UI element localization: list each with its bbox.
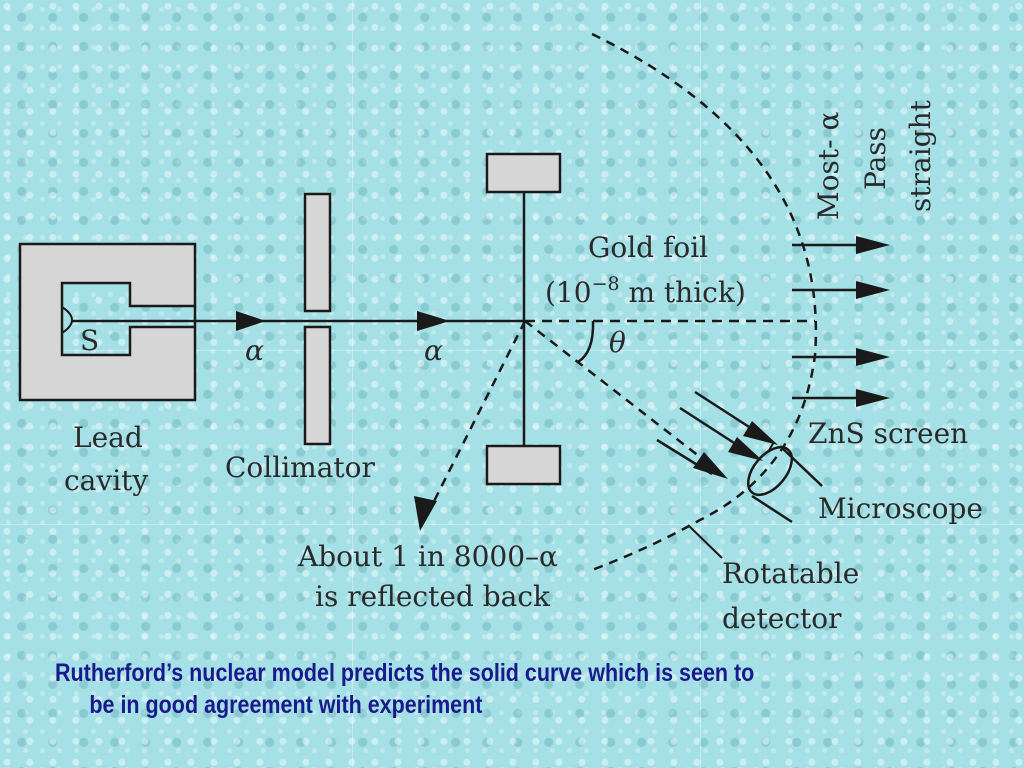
zns-screen-circle-dashed <box>591 32 818 572</box>
detector-arrowhead-2 <box>728 437 763 461</box>
alpha-label-1: α <box>245 334 264 367</box>
caption-line-1: Rutherford’s nuclear model predicts the … <box>55 659 755 687</box>
beam-arrow-1 <box>236 311 266 331</box>
lead-cavity-label-1: Lead <box>73 421 143 454</box>
microscope-label: Microscope <box>818 492 983 525</box>
microscope-tube-upper <box>779 445 823 487</box>
foil-holder-top-block <box>485 152 562 194</box>
pass-arrowhead-4 <box>856 389 890 407</box>
rotatable-detector-label-2: detector <box>722 602 842 635</box>
backscatter-label-1: About 1 in 8000–α <box>297 540 558 573</box>
pass-arrowhead-2 <box>856 281 890 299</box>
pass-label: Pass <box>859 127 892 190</box>
background-grid-line <box>0 350 1024 351</box>
microscope-tube-lower <box>751 494 793 524</box>
background-grid-line <box>352 0 353 768</box>
backscatter-label-2: is reflected back <box>315 580 551 613</box>
backscatter-path-dashed <box>422 320 527 522</box>
collimator-label: Collimator <box>225 451 376 484</box>
microscope-lens <box>746 445 794 497</box>
alpha-label-2: α <box>424 334 443 367</box>
source-arc <box>61 306 73 334</box>
detector-arrow-3 <box>656 438 713 476</box>
foil-thickness-label: (10−8 m thick) <box>545 273 746 309</box>
caption-line-2: be in good agreement with experiment <box>89 691 483 719</box>
background-grid-line <box>0 524 1024 525</box>
detector-arrowhead-1 <box>743 421 778 445</box>
rotatable-detector-label-1: Rotatable <box>722 557 859 590</box>
scattered-path-arrow <box>693 452 728 479</box>
pass-arrowhead-1 <box>856 236 890 254</box>
collimator-upper-plate <box>303 192 332 313</box>
rotatable-detector-pointer <box>687 524 723 559</box>
slide-caption: Rutherford’s nuclear model predicts the … <box>55 657 829 721</box>
theta-label: θ <box>609 326 626 359</box>
backscatter-path-arrow <box>414 496 437 531</box>
most-alpha-label: Most- α <box>812 111 845 220</box>
collimator-lower-plate <box>303 325 332 446</box>
background-grid-line <box>700 0 701 768</box>
zns-screen-label: ZnS screen <box>808 417 968 450</box>
lead-cavity-label-2: cavity <box>64 464 148 497</box>
scattered-path-dashed <box>524 320 719 472</box>
theta-angle-arc <box>577 320 595 364</box>
straight-label: straight <box>904 99 937 212</box>
zns-screen-pointer <box>767 441 775 453</box>
lead-cavity-block <box>18 242 197 402</box>
beam-arrow-2 <box>417 311 450 331</box>
pass-arrowhead-3 <box>856 348 890 366</box>
foil-holder-bottom-block <box>485 444 562 486</box>
source-label: S <box>80 324 99 357</box>
gold-foil-label: Gold foil <box>588 231 708 264</box>
